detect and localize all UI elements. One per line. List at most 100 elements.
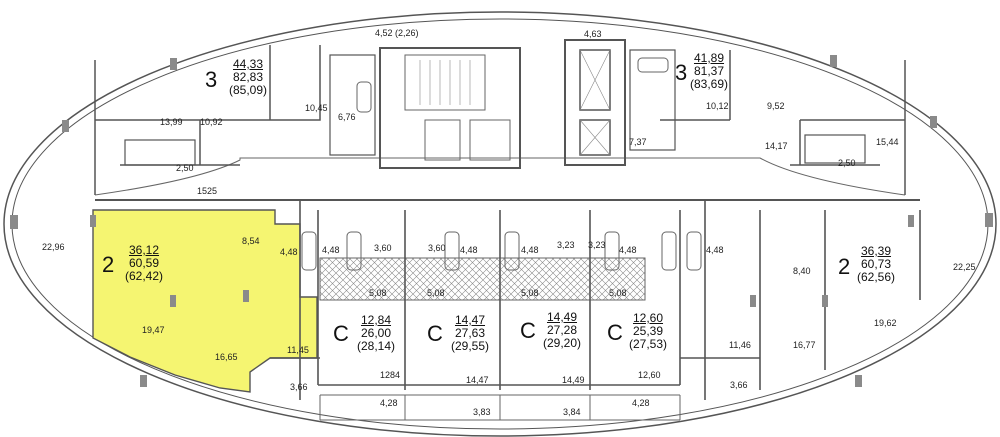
core-wall-right — [564, 39, 626, 166]
elevator-2 — [579, 119, 611, 156]
unit-area-block: 41,89 81,37 (83,69) — [683, 52, 735, 91]
total-area: 27,28 — [546, 323, 578, 337]
room-area-label: 16,77 — [793, 340, 816, 350]
highlighted-apartment[interactable] — [92, 209, 318, 393]
total-area-with-balcony: (29,20) — [542, 336, 582, 350]
room-area-label: 4,52 (2,26) — [375, 28, 419, 38]
room-area-label: 1525 — [197, 186, 218, 196]
room-area-label: 19,47 — [142, 325, 165, 335]
hatched-loggia — [319, 257, 646, 301]
room-area-label: 4,28 — [380, 398, 398, 408]
total-area: 60,73 — [860, 257, 892, 271]
room-area-label: 3,60 — [374, 243, 392, 253]
stairwell — [404, 54, 486, 111]
bathroom — [329, 54, 376, 156]
room-area-label: 2,50 — [838, 158, 856, 168]
room-area-label: 16,65 — [215, 352, 238, 362]
room-area-label: 4,63 — [584, 29, 602, 39]
room-area-label: 4,48 — [280, 247, 298, 257]
room-area-label: 4,48 — [322, 245, 340, 255]
building-outline-outer — [3, 11, 997, 437]
living-area: 14,49 — [546, 310, 578, 324]
room-area-label: 3,23 — [557, 240, 575, 250]
corridor — [94, 157, 906, 196]
room-area-label: 4,48 — [460, 245, 478, 255]
unit-area-block: 14,49 27,28 (29,20) — [536, 311, 588, 350]
room-area-label: 5,08 — [369, 288, 387, 298]
total-area-with-balcony: (29,55) — [450, 339, 490, 353]
room-area-label: 14,49 — [562, 375, 585, 385]
unit-type: С — [333, 321, 349, 346]
shaft — [469, 119, 511, 161]
room-area-label: 14,47 — [466, 375, 489, 385]
room-area-label: 22,96 — [42, 242, 65, 252]
bathroom — [804, 134, 866, 164]
unit-type: 3 — [675, 60, 688, 85]
core-walls — [379, 47, 521, 169]
room-area-label: 11,46 — [729, 340, 751, 350]
living-area: 41,89 — [693, 51, 725, 65]
living-area: 36,39 — [860, 244, 892, 258]
room-area-label: 4,48 — [521, 245, 539, 255]
room-area-label: 8,54 — [242, 236, 260, 246]
room-area-label: 2,50 — [176, 163, 194, 173]
apartment-3-left-walls — [94, 45, 321, 195]
room-area-label: 15,44 — [876, 137, 899, 147]
unit-type: С — [427, 321, 443, 346]
room-area-label: 5,08 — [521, 288, 539, 298]
unit-type: С — [520, 318, 536, 343]
room-area-label: 3,66 — [730, 380, 748, 390]
unit-area-block: 12,60 25,39 (27,53) — [622, 312, 674, 351]
room-area-label: 10,12 — [706, 101, 729, 111]
stair-steps — [419, 60, 471, 105]
unit-type: С — [607, 320, 623, 345]
total-area-with-balcony: (28,14) — [356, 339, 396, 353]
lower-block-walls — [270, 200, 921, 400]
room-area-label: 11,45 — [287, 345, 309, 355]
room-area-label: 22,25 — [953, 262, 976, 272]
living-area: 12,60 — [632, 311, 664, 325]
unit-area-block: 14,47 27,63 (29,55) — [444, 314, 496, 353]
room-area-label: 7,37 — [629, 137, 647, 147]
unit-area-block: 36,39 60,73 (62,56) — [846, 245, 906, 284]
room-area-label: 3,60 — [428, 243, 446, 253]
windows — [10, 55, 993, 387]
elevator-1 — [579, 49, 611, 111]
room-area-label: 3,23 — [588, 240, 606, 250]
room-area-label: 8,40 — [793, 266, 811, 276]
bathroom — [629, 49, 676, 151]
room-area-label: 4,28 — [632, 398, 650, 408]
total-area-with-balcony: (83,69) — [689, 77, 729, 91]
total-area: 82,83 — [232, 70, 264, 84]
room-area-label: 10,45 — [305, 103, 328, 113]
unit-area-block: 36,12 60,59 (62,42) — [118, 244, 170, 283]
total-area-with-balcony: (27,53) — [628, 337, 668, 351]
unit-area-block: 12,84 26,00 (28,14) — [350, 314, 402, 353]
lower-balcony-walls — [319, 394, 681, 421]
apartment-3-right-walls — [660, 50, 906, 195]
unit-area-block: 44,33 82,83 (85,09) — [222, 58, 274, 97]
room-area-label: 4,48 — [619, 245, 637, 255]
shaft — [424, 119, 461, 161]
elevator-2-cross — [579, 119, 611, 156]
room-area-label: 10,92 — [200, 117, 223, 127]
room-area-label: 19,62 — [874, 318, 897, 328]
living-area: 12,84 — [360, 313, 392, 327]
elevator-1-cross — [579, 49, 611, 111]
bathroom — [124, 139, 196, 166]
room-area-label: 3,66 — [290, 382, 308, 392]
room-area-label: 13,99 — [160, 117, 183, 127]
total-area-with-balcony: (62,56) — [856, 270, 896, 284]
unit-type: 2 — [102, 252, 115, 277]
total-area-with-balcony: (62,42) — [124, 269, 164, 283]
room-area-label: 3,84 — [563, 407, 581, 417]
room-area-label: 3,83 — [473, 407, 491, 417]
total-area: 60,59 — [128, 256, 160, 270]
living-area: 14,47 — [454, 313, 486, 327]
bathtubs — [301, 57, 702, 271]
total-area: 25,39 — [632, 324, 664, 338]
room-area-label: 9,52 — [767, 101, 785, 111]
unit-type: 2 — [838, 254, 851, 279]
room-area-label: 4,48 — [706, 245, 724, 255]
